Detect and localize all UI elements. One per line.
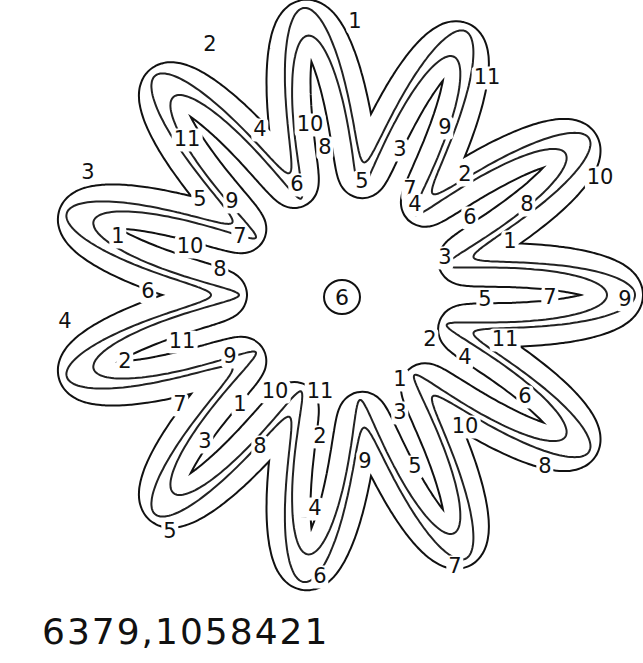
strand-number: 3: [79, 161, 96, 184]
strand-number: 3: [391, 138, 408, 161]
strand-number: 10: [295, 113, 326, 136]
strand-number: 8: [211, 258, 228, 281]
strand-number: 9: [616, 288, 633, 311]
strand-number: 9: [356, 450, 373, 473]
strand-number: 5: [191, 188, 208, 211]
strand-number: 2: [421, 328, 438, 351]
strand-number: 7: [231, 225, 248, 248]
strand-number: 9: [221, 345, 238, 368]
strand-number: 9: [223, 190, 240, 213]
strand-number: 7: [171, 393, 188, 416]
strand-number: 4: [406, 193, 423, 216]
strand-number: 11: [490, 328, 521, 351]
strand-number: 6: [311, 565, 328, 588]
strand-number: 8: [251, 435, 268, 458]
strand-number: 11: [305, 380, 336, 403]
sequence-note: 6379,1058421: [40, 612, 331, 652]
strand-number: 2: [116, 350, 133, 373]
strand-edge: [66, 8, 635, 582]
strand-number: 3: [391, 401, 408, 424]
strand-number: 10: [585, 166, 616, 189]
strand-number: 3: [436, 246, 453, 269]
strand-edge: [93, 36, 607, 555]
circled-number: 6: [322, 278, 362, 316]
strand-number: 8: [518, 193, 535, 216]
strand-number: 6: [288, 173, 305, 196]
strand-number: 4: [56, 310, 73, 333]
strand-number: 3: [196, 430, 213, 453]
strand-number: 4: [306, 497, 323, 520]
strand-number: 1: [231, 393, 248, 416]
strand-number: 8: [316, 136, 333, 159]
strand-number: 11: [472, 66, 503, 89]
strand-number: 2: [311, 425, 328, 448]
strand-number: 5: [406, 455, 423, 478]
strand-number: 2: [456, 163, 473, 186]
strand-number: 7: [541, 286, 558, 309]
strand-number: 5: [476, 288, 493, 311]
strand-number: 1: [109, 225, 126, 248]
strand-number: 10: [260, 380, 291, 403]
strand-number: 6: [516, 385, 533, 408]
strand-number: 4: [456, 346, 473, 369]
node-text: 6: [335, 285, 349, 310]
strand-number: 1: [501, 230, 518, 253]
strand-number: 10: [175, 235, 206, 258]
strand-number: 5: [353, 170, 370, 193]
strand-number: 5: [161, 520, 178, 543]
strand-number: 9: [436, 116, 453, 139]
strand-number: 10: [450, 415, 481, 438]
strand-number: 7: [446, 555, 463, 578]
strand-number: 4: [251, 118, 268, 141]
strand-number: 11: [172, 128, 203, 151]
strand-number: 8: [536, 455, 553, 478]
strand-number: 6: [139, 280, 156, 303]
strand-number: 6: [461, 206, 478, 229]
strand-number: 1: [391, 368, 408, 391]
strand-number: 11: [167, 330, 198, 353]
strand-number: 2: [201, 33, 218, 56]
strand-number: 1: [346, 10, 363, 33]
